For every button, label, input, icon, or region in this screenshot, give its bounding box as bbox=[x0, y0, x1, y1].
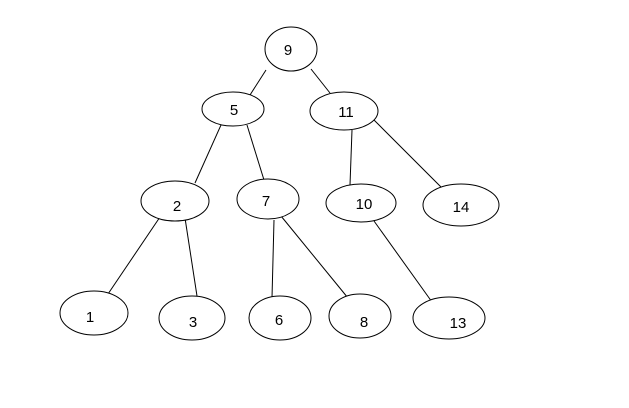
edge-n7-n6 bbox=[271, 219, 275, 299]
node-ellipse bbox=[412, 296, 486, 340]
node-label: 1 bbox=[86, 309, 94, 326]
node-label: 8 bbox=[360, 314, 368, 331]
node-ellipse bbox=[140, 180, 210, 222]
tree-node-3: 3 bbox=[158, 295, 226, 341]
tree-node-14: 14 bbox=[422, 183, 500, 227]
node-ellipse bbox=[325, 183, 397, 223]
node-ellipse bbox=[59, 290, 129, 336]
edge-n9-n5 bbox=[249, 69, 267, 96]
node-label: 2 bbox=[173, 198, 181, 215]
node-label: 5 bbox=[230, 102, 238, 119]
tree-node-9: 9 bbox=[264, 26, 318, 72]
node-ellipse bbox=[328, 293, 392, 339]
edge-n5-n7 bbox=[246, 124, 265, 181]
node-ellipse bbox=[201, 91, 265, 127]
tree-node-5: 5 bbox=[201, 91, 265, 127]
node-ellipse bbox=[158, 295, 226, 341]
node-ellipse bbox=[248, 295, 312, 341]
edge-n2-n3 bbox=[184, 217, 198, 297]
tree-node-2: 2 bbox=[140, 180, 210, 222]
edges-layer bbox=[107, 68, 442, 303]
node-label: 10 bbox=[356, 196, 373, 213]
edge-n10-n13 bbox=[373, 220, 433, 303]
tree-node-8: 8 bbox=[328, 293, 392, 339]
node-label: 7 bbox=[262, 193, 270, 210]
edge-n9-n11 bbox=[310, 68, 331, 94]
node-label: 11 bbox=[338, 104, 354, 121]
node-ellipse bbox=[264, 26, 318, 72]
edge-n11-n14 bbox=[373, 119, 442, 188]
tree-node-6: 6 bbox=[248, 295, 312, 341]
edge-n5-n2 bbox=[194, 124, 222, 184]
node-ellipse bbox=[236, 178, 300, 220]
edge-n7-n8 bbox=[280, 215, 349, 299]
node-label: 3 bbox=[189, 314, 197, 331]
edge-n11-n10 bbox=[349, 129, 353, 186]
node-label: 9 bbox=[284, 42, 292, 59]
node-label: 14 bbox=[453, 199, 470, 216]
tree-node-10: 10 bbox=[325, 183, 397, 223]
node-label: 6 bbox=[275, 312, 283, 329]
tree-node-13: 13 bbox=[412, 296, 486, 340]
node-ellipse bbox=[422, 183, 500, 227]
tree-node-7: 7 bbox=[236, 178, 300, 220]
edge-n2-n1 bbox=[107, 216, 161, 295]
node-label: 13 bbox=[450, 315, 467, 332]
node-ellipse bbox=[309, 91, 379, 131]
tree-node-11: 11 bbox=[309, 91, 379, 131]
tree-node-1: 1 bbox=[59, 290, 129, 336]
